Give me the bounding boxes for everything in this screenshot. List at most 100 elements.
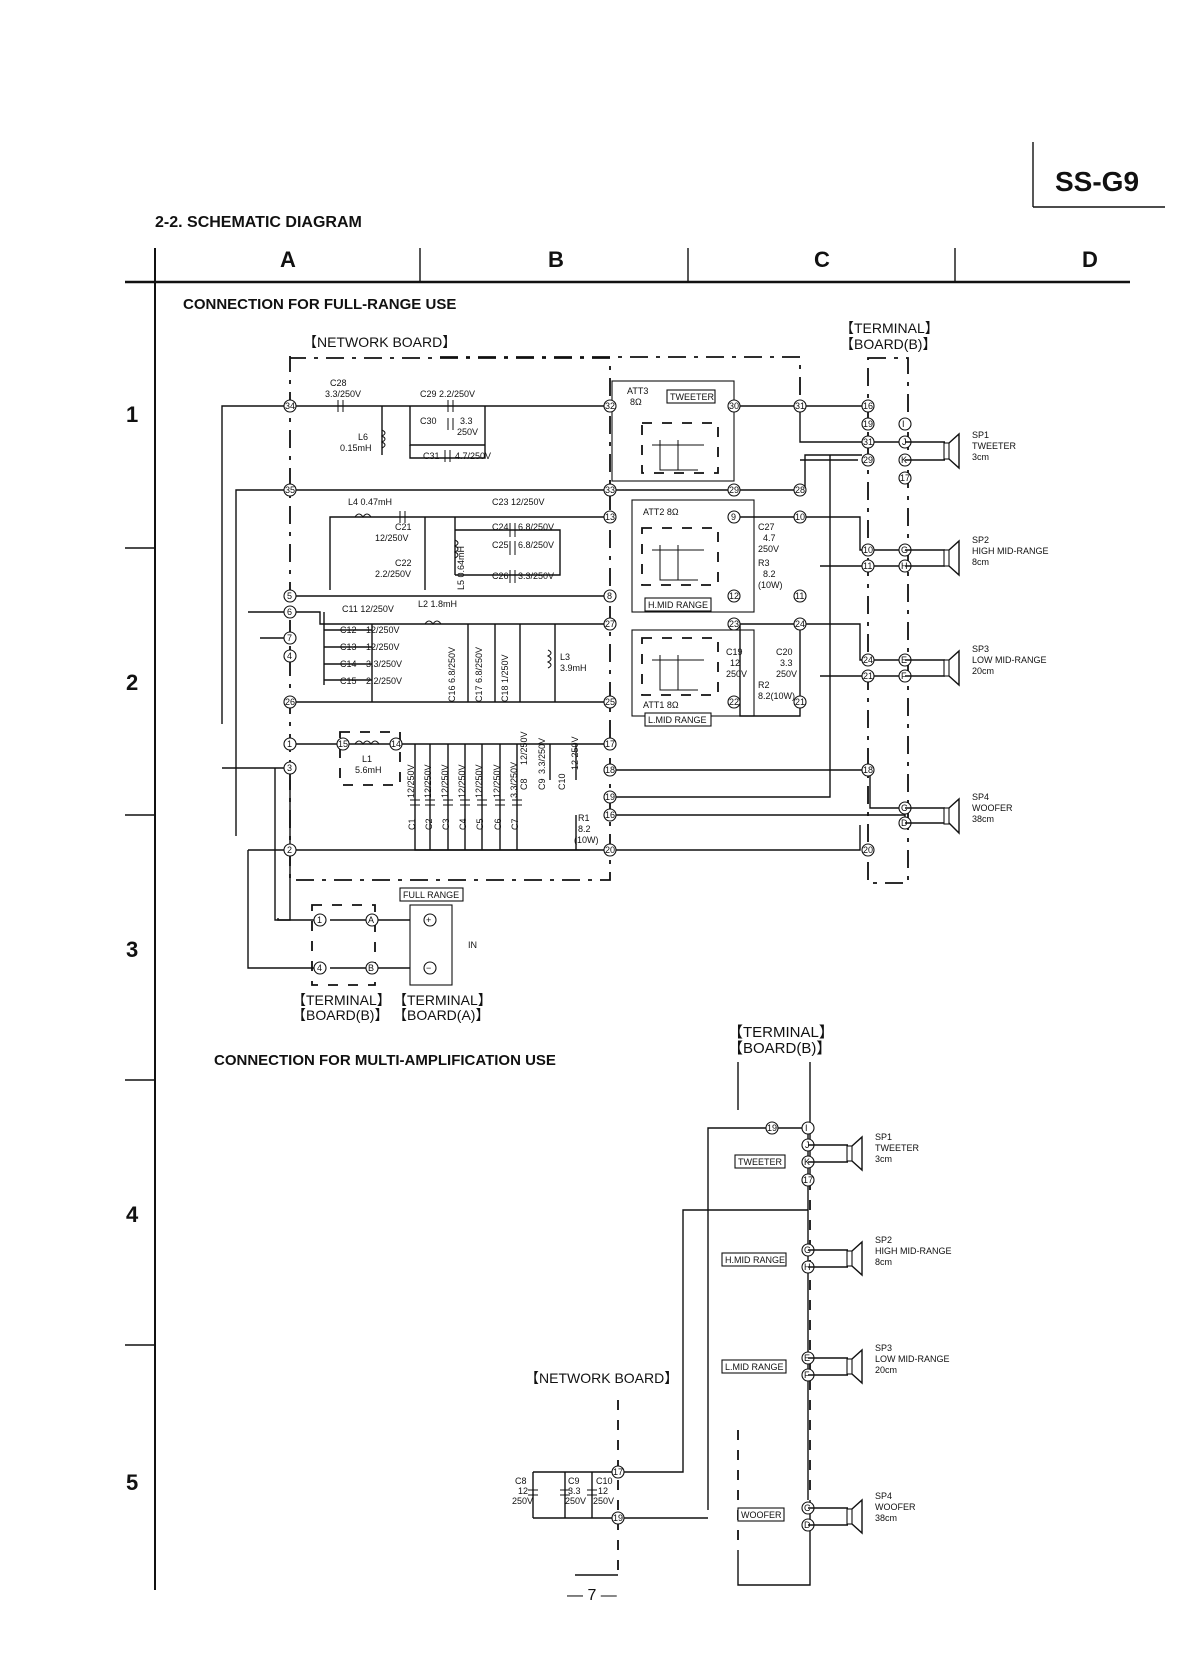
l3-value: 3.9mH (560, 663, 587, 673)
wire-16-row (610, 814, 906, 823)
att3-pot (652, 440, 704, 471)
node-5-label: 5 (287, 591, 292, 601)
multi-tb-node-h-label: H (804, 1262, 811, 1272)
node-26 (283, 695, 297, 709)
c21-label: C21 (395, 522, 412, 532)
multi-sp2-wires (808, 1249, 848, 1268)
bottom-terminal-a-1: 【TERMINAL】 (393, 992, 492, 1008)
node-8 (603, 589, 617, 603)
node-23-label: 23 (729, 619, 739, 629)
multi-sp2-name: HIGH MID-RANGE (875, 1246, 952, 1256)
r2-label: R2 (758, 680, 770, 690)
node-6-label: 6 (287, 607, 292, 617)
tb-node-31 (861, 435, 875, 449)
multi-sp1-cone (851, 1135, 863, 1172)
node-29 (727, 483, 741, 497)
c22-value: 2.2/250V (375, 569, 411, 579)
multi-c10-label: C10 (596, 1476, 613, 1486)
c7-label: C7 (510, 818, 520, 830)
wire-19-row (610, 455, 831, 798)
c31-value: 4.7/250V (455, 451, 491, 461)
multi-c8-val-1: 12 (518, 1486, 528, 1496)
c14-label: C14 (340, 659, 357, 669)
input-plus[interactable] (423, 913, 437, 927)
sp3-cone (948, 649, 960, 687)
bt-node-1-label: 1 (317, 915, 322, 925)
node-24-label: 24 (795, 619, 805, 629)
multi-tb-node-i-label: I (805, 1123, 808, 1133)
multi-sp3-cone (851, 1348, 863, 1385)
tb-node-24-label: 24 (863, 655, 873, 665)
c27-label: C27 (758, 522, 775, 532)
bottom-terminal-a-2: 【BOARD(A)】 (393, 1007, 489, 1023)
multi-sp3-name: LOW MID-RANGE (875, 1354, 950, 1364)
multi-node-19 (611, 1511, 625, 1525)
in-label: IN (468, 940, 477, 950)
multi-tb-node-c-label: C (804, 1503, 811, 1513)
c26-label: C26 (492, 571, 509, 581)
node-34 (283, 399, 297, 413)
c4-label: C4 (458, 818, 468, 830)
col-label-d: D (1082, 247, 1098, 272)
multi-c9-label: C9 (568, 1476, 580, 1486)
c1-c7-symbols (410, 799, 522, 806)
node-20 (603, 843, 617, 857)
node-9-label: 9 (731, 512, 736, 522)
multi-sp1-id: SP1 (875, 1132, 892, 1142)
multi-woofer-label: WOOFER (741, 1510, 782, 1520)
multi-tb-node-17 (801, 1173, 815, 1187)
r2-value: 8.2(10W) (758, 691, 795, 701)
row-label-1: 1 (126, 402, 138, 427)
tb-node-18-label: 18 (863, 765, 873, 775)
c13-value: 12/250V (366, 642, 400, 652)
multi-node-17-label: 17 (613, 1467, 623, 1477)
multi-network-board: 【NETWORK BOARD】 (525, 1370, 678, 1386)
page-number: — 7 — (567, 1587, 617, 1604)
c11-label: C11 12/250V (342, 604, 394, 614)
multi-c9-val-1: 3.3 (568, 1486, 581, 1496)
multi-sp4-cone (851, 1498, 863, 1535)
c10-label: C10 (557, 773, 567, 790)
tb-node-20-label: 20 (863, 845, 873, 855)
input-minus[interactable] (423, 961, 437, 975)
r3-val-1: 8.2 (763, 569, 776, 579)
node-11-label: 11 (795, 591, 804, 601)
node-29-label: 29 (729, 485, 739, 495)
node-3 (283, 761, 297, 775)
node-20-label: 20 (605, 845, 615, 855)
multi-tb-node-17-label: 17 (803, 1175, 813, 1185)
tb-node-k-label: K (901, 455, 907, 465)
multi-amp-section: CONNECTION FOR MULTI-AMPLIFICATION USE 【… (214, 1024, 952, 1586)
c7-value: 3.3/250V (509, 762, 519, 798)
multi-sp1-wires (808, 1144, 848, 1163)
c28-label: C28 (330, 378, 347, 388)
col-label-b: B (548, 247, 564, 272)
l2-coil (424, 620, 442, 625)
node-26-label: 26 (285, 697, 295, 707)
multi-sp3-wires (808, 1357, 848, 1376)
node-16 (603, 808, 617, 822)
c6-value: 12/250V (492, 764, 502, 798)
node-22-label: 22 (729, 697, 739, 707)
sp1-wires (905, 441, 945, 461)
multi-c8-label: C8 (515, 1476, 527, 1486)
network-board-top-extension (440, 356, 801, 400)
c24-c26-symbols (509, 523, 516, 583)
wire-c31 (409, 406, 486, 459)
c24-value: 6.8/250V (518, 522, 554, 532)
node-12-label: 12 (729, 591, 739, 601)
tb-node-d-label: D (901, 818, 908, 828)
multi-c10-val-2: 250V (593, 1496, 614, 1506)
multi-tb-bottom (737, 1500, 811, 1586)
c9-label: C9 (537, 778, 547, 790)
col-label-c: C (814, 247, 830, 272)
multi-sp2-cone (851, 1240, 863, 1277)
node-17 (603, 737, 617, 751)
l4-label: L4 0.47mH (348, 497, 392, 507)
c9-value: 3.3/250V (537, 738, 547, 774)
l3-label: L3 (560, 652, 570, 662)
c20-label: C20 (776, 647, 793, 657)
c24-label: C24 (492, 522, 509, 532)
multi-sp3-size: 20cm (875, 1365, 897, 1375)
multi-amp-title: CONNECTION FOR MULTI-AMPLIFICATION USE (214, 1052, 556, 1069)
